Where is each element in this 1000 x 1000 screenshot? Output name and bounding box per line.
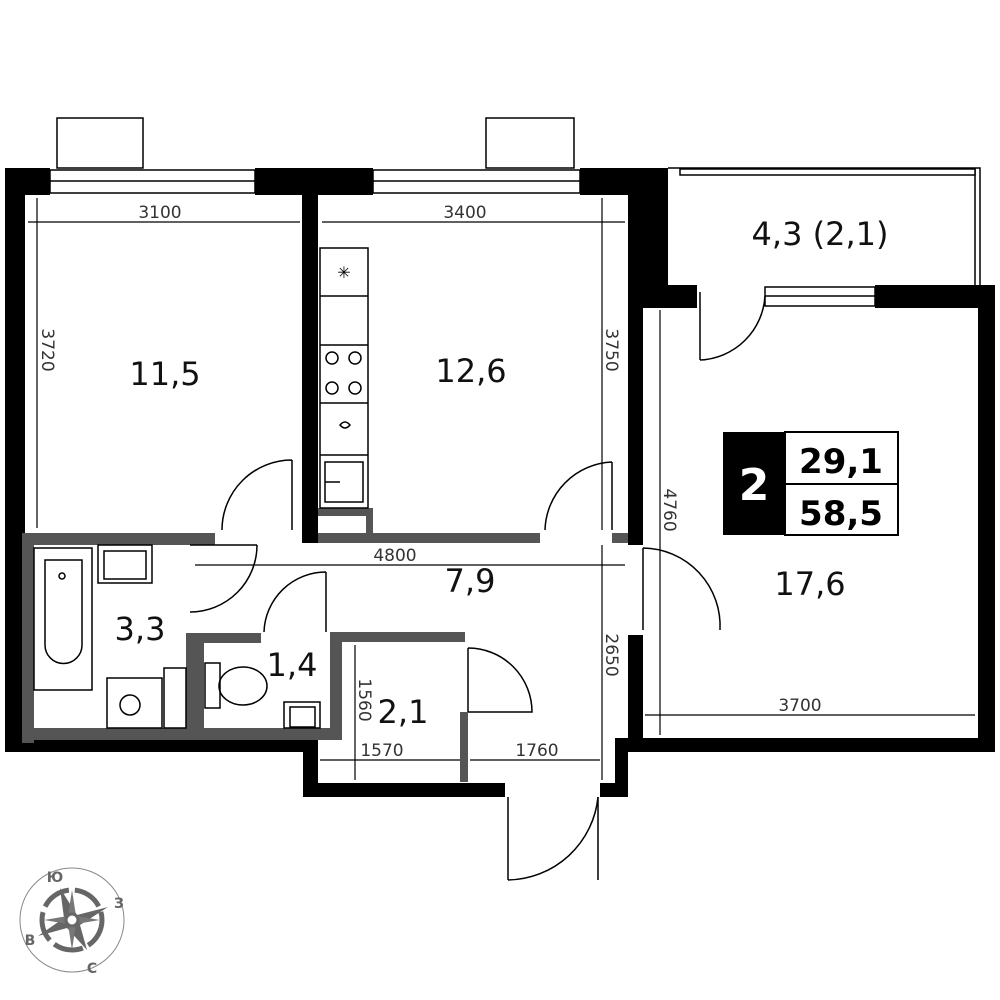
dim-hall-length: 4800 [373, 546, 416, 566]
dim-kitchen-depth: 3750 [601, 328, 621, 371]
dim-wc-depth: 1560 [354, 678, 374, 721]
living-area: 29,1 [799, 442, 883, 482]
total-area: 58,5 [799, 494, 883, 534]
room-area-toilet: 1,4 [267, 646, 318, 684]
dimension-lines [28, 198, 975, 780]
dim-bedroom-depth: 3720 [37, 328, 57, 371]
compass-south: Ю [47, 870, 63, 886]
dim-entry-width-right: 1760 [515, 741, 558, 761]
dim-bedroom-width: 3100 [138, 203, 181, 223]
exterior-walls [5, 168, 995, 797]
compass-north: С [87, 961, 97, 977]
dim-kitchen-width: 3400 [443, 203, 486, 223]
room-area-bathroom: 3,3 [115, 610, 166, 648]
room-area-living: 17,6 [774, 565, 845, 603]
room-area-bedroom: 11,5 [129, 355, 200, 393]
room-area-kitchen: 12,6 [435, 352, 506, 390]
room-area-hall: 7,9 [445, 562, 496, 600]
fridge-icon: ✳ [337, 263, 350, 282]
window-bays [56, 117, 981, 285]
rooms-count: 2 [739, 460, 770, 511]
dim-living-depth: 4760 [659, 488, 679, 531]
kitchen-units [319, 247, 369, 509]
dim-living-width: 3700 [778, 696, 821, 716]
dim-entry-width-left: 1570 [360, 741, 403, 761]
room-area-entry: 2,1 [378, 693, 429, 731]
compass-east: В [25, 933, 36, 949]
doors [189, 292, 766, 881]
compass-icon: Ю З В С [19, 867, 125, 977]
compass-west: З [114, 896, 124, 912]
dim-entry-depth: 2650 [601, 633, 621, 676]
room-area-balcony: 4,3 (2,1) [752, 215, 889, 253]
area-summary-badge: 2 29,1 58,5 [723, 431, 899, 536]
bathroom-fixtures [33, 544, 321, 729]
partitions [22, 508, 628, 782]
